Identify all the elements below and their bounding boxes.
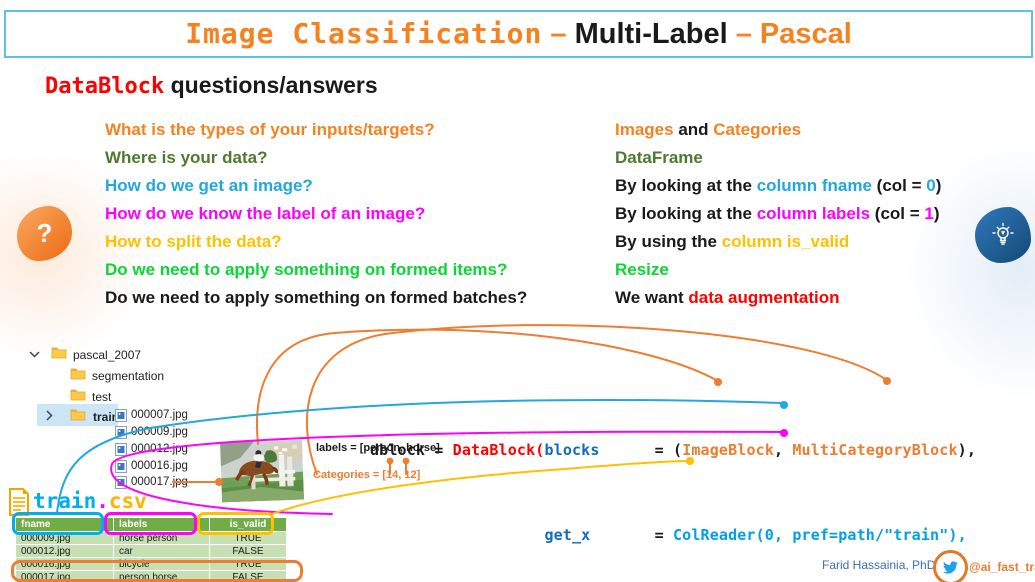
twitter-handle[interactable]: @ai_fast_track (969, 560, 1035, 574)
question-inputs-targets: What is the types of your inputs/targets… (105, 120, 435, 139)
question-get-image: How do we get an image? (105, 176, 313, 195)
answer-inputs-targets: Images and Categories (615, 120, 802, 139)
question-label-image: How do we know the label of an image? (105, 204, 426, 223)
col-header-labels: labels (113, 517, 210, 532)
folder-icon (70, 409, 86, 421)
questions-column: What is the types of your inputs/targets… (105, 116, 527, 312)
table-row: 000016.jpg bicycle TRUE (15, 557, 287, 571)
file-item[interactable]: 000007.jpg (131, 409, 188, 421)
csv-doc-icon (9, 488, 29, 516)
csv-file-label: train.csv (33, 489, 147, 513)
chevron-right-icon[interactable] (45, 410, 53, 421)
answer-where-data: DataFrame (615, 148, 703, 167)
data-table: fname labels is_valid 000009.jpg horse p… (15, 517, 287, 582)
file-item[interactable]: 000012.jpg (131, 443, 188, 455)
folder-icon (70, 368, 86, 380)
answers-column: Images and Categories DataFrame By looki… (615, 116, 941, 312)
horse-thumbnail (219, 439, 305, 503)
code-line-get-x: get_x = ColReader(0, pref=path/"train"), (544, 526, 967, 545)
answer-batch-transforms: We want data augmentation (615, 288, 840, 307)
image-file-icon (115, 460, 127, 473)
twitter-icon[interactable] (933, 550, 968, 582)
table-row: 000012.jpg car FALSE (15, 544, 287, 558)
section-heading: DataBlock questions/answers (45, 72, 378, 99)
answer-item-transforms: Resize (615, 260, 669, 279)
file-item[interactable]: 000009.jpg (131, 426, 188, 438)
title-bar: Image Classification – Multi-Label – Pas… (4, 10, 1033, 58)
question-batch-transforms: Do we need to apply something on formed … (105, 288, 528, 307)
answer-get-image: By looking at the column fname (col = 0) (615, 176, 942, 195)
question-split-data: How to split the data? (105, 232, 282, 251)
folder-icon (51, 347, 67, 359)
col-header-fname: fname (15, 517, 114, 532)
answer-label-image: By looking at the column labels (col = 1… (615, 204, 940, 223)
table-row: 000009.jpg horse person TRUE (15, 531, 287, 545)
chevron-down-icon[interactable] (29, 350, 40, 358)
footer-author: Farid Hassainia, PhD (822, 558, 936, 572)
tree-item-test[interactable]: test (92, 390, 112, 404)
code-line-blocks: dblock = DataBlock(blocks = (ImageBlock,… (370, 440, 977, 459)
table-row-highlighted: 000017.jpg person horse FALSE (15, 570, 287, 582)
col-header-is-valid: is_valid (209, 517, 287, 532)
table-header-row: fname labels is_valid (15, 517, 287, 532)
page-title: Image Classification – Multi-Label – Pas… (185, 17, 852, 50)
image-file-icon (115, 426, 127, 439)
question-item-transforms: Do we need to apply something on formed … (105, 260, 508, 279)
image-file-icon (115, 443, 127, 456)
tree-item-pascal-2007[interactable]: pascal_2007 (73, 348, 142, 362)
question-mark-icon: ? (17, 206, 72, 261)
answer-split-data: By using the column is_valid (615, 232, 850, 251)
image-file-icon (115, 476, 127, 489)
file-item[interactable]: 000016.jpg (131, 460, 188, 472)
code-block: dblock = DataBlock(blocks = (ImageBlock,… (370, 379, 976, 582)
file-item[interactable]: 000017.jpg (131, 476, 188, 488)
folder-icon (70, 389, 86, 401)
image-file-icon (115, 409, 127, 422)
lightbulb-icon (975, 207, 1031, 263)
question-where-data: Where is your data? (105, 148, 268, 167)
tree-item-segmentation[interactable]: segmentation (92, 369, 165, 383)
